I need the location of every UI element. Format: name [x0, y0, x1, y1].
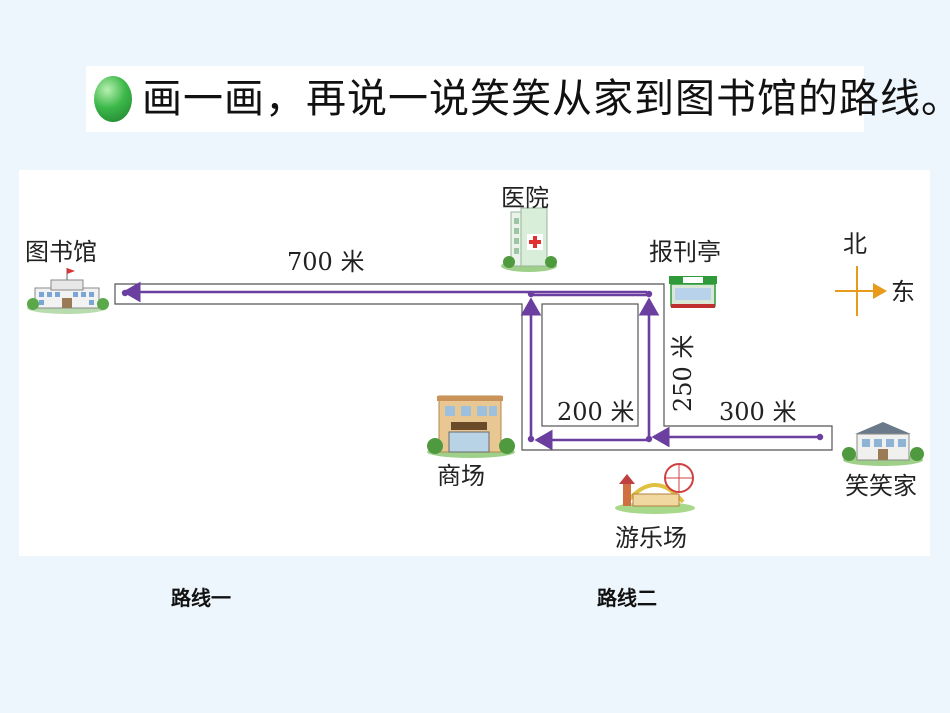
label-home: 笑笑家	[845, 472, 917, 500]
node-mall-corner	[527, 435, 535, 443]
route2-label: 路线二	[597, 586, 657, 610]
node-library	[121, 289, 129, 297]
node-home	[816, 433, 824, 441]
route-lines	[122, 281, 819, 451]
page-title: 画一画，再说一说笑笑从家到图书馆的路线。	[142, 76, 950, 122]
distance-250: 250 米	[669, 334, 697, 412]
route1-label: 路线一	[171, 586, 231, 610]
route-map: 图书馆 医院 报刊亭 商场 游乐场 笑笑家 北 东 700 米 200 米 30…	[19, 170, 930, 556]
hospital-icon	[501, 207, 557, 272]
home-icon	[842, 422, 924, 466]
road-network	[114, 283, 833, 451]
node-hospital-corner	[527, 290, 535, 298]
label-newsstand: 报刊亭	[649, 238, 721, 266]
compass-arrow-icon	[835, 266, 887, 316]
node-park-corner	[645, 435, 653, 443]
distance-300: 300 米	[719, 398, 797, 426]
distance-200: 200 米	[557, 398, 635, 426]
amusement-park-icon	[615, 463, 695, 514]
label-hospital: 医院	[501, 184, 549, 212]
green-bullet-icon	[94, 76, 132, 122]
route-nodes	[121, 289, 824, 443]
distance-700: 700 米	[287, 248, 365, 276]
mall-icon	[427, 395, 515, 458]
title-bar: 画一画，再说一说笑笑从家到图书馆的路线。	[86, 66, 950, 132]
node-newsstand-corner	[645, 290, 653, 298]
label-library: 图书馆	[25, 238, 97, 266]
library-icon	[27, 268, 109, 314]
label-amusement-park: 游乐场	[615, 524, 687, 552]
map-drawing	[27, 207, 924, 514]
compass-north-label: 北	[843, 230, 867, 258]
newsstand-icon	[669, 276, 717, 308]
compass-east-label: 东	[891, 278, 915, 306]
label-mall: 商场	[437, 462, 485, 490]
